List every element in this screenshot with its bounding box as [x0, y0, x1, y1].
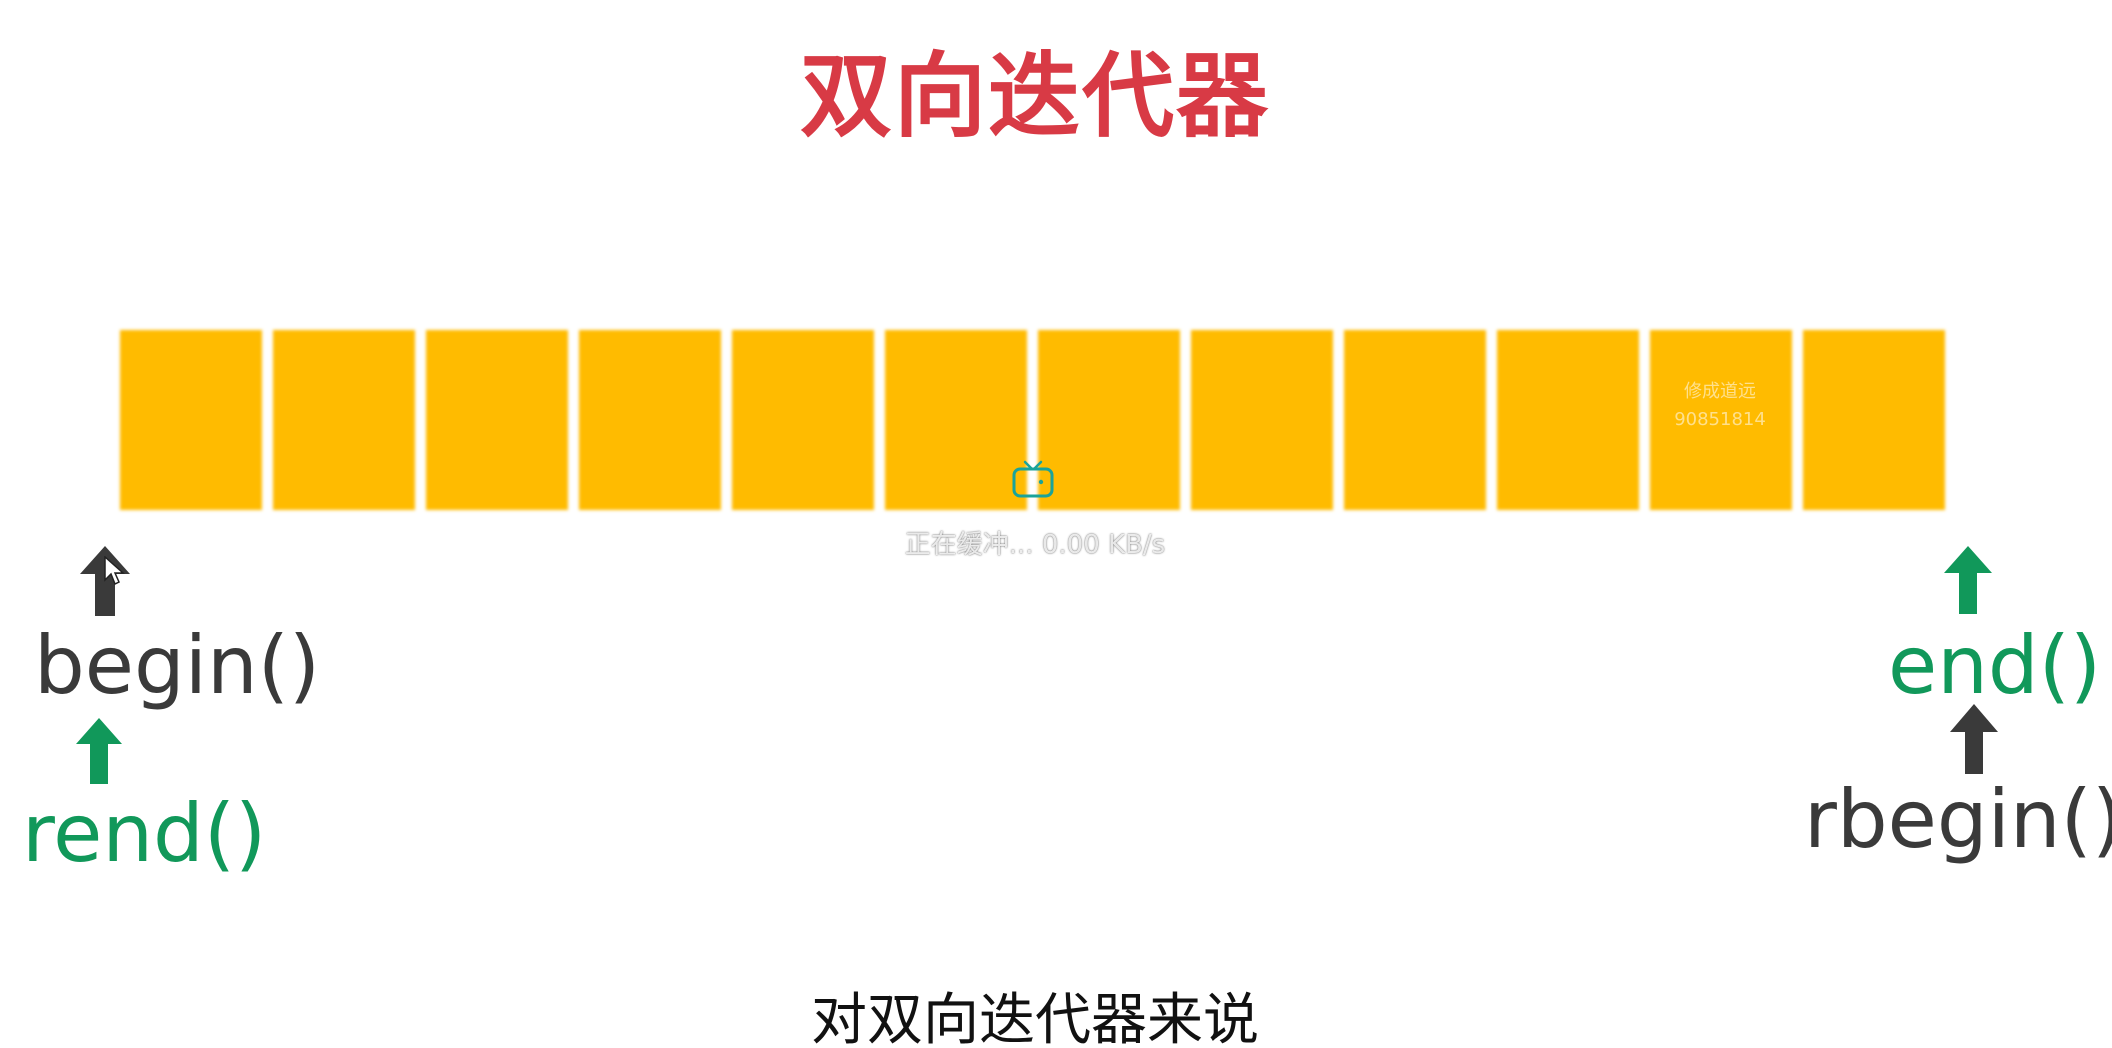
- watermark-id: 90851814: [1674, 409, 1766, 430]
- container-cell: [1803, 330, 1945, 510]
- container-cell: [885, 330, 1027, 510]
- mouse-cursor-icon: [104, 556, 125, 586]
- watermark: 修成道远 90851814: [1660, 378, 1780, 434]
- begin-label: begin(): [34, 619, 321, 712]
- arrow-up-icon: [1944, 546, 1992, 614]
- container-cell: [273, 330, 415, 510]
- buffering-status: 正在缓冲... 0.00 KB/s: [904, 530, 1166, 560]
- arrow-up-icon: [76, 718, 122, 784]
- tv-icon: [1012, 460, 1054, 498]
- container-cell: [1191, 330, 1333, 510]
- end-label: end(): [1888, 619, 2102, 712]
- container-cell: [426, 330, 568, 510]
- arrow-up-icon: [1950, 704, 1998, 774]
- container-cell: [579, 330, 721, 510]
- video-subtitle: 对双向迭代器来说: [811, 988, 1259, 1048]
- container-cell: [732, 330, 874, 510]
- container-cell: [1038, 330, 1180, 510]
- slide-title: 双向迭代器: [799, 43, 1270, 150]
- container-cell: [1650, 330, 1792, 510]
- rend-label: rend(): [22, 787, 267, 880]
- container-cell: [1497, 330, 1639, 510]
- rbegin-label: rbegin(): [1804, 773, 2112, 866]
- container-cells: [120, 330, 1950, 510]
- container-cell: [120, 330, 262, 510]
- watermark-line: 修成道远: [1684, 381, 1756, 402]
- container-cell: [1344, 330, 1486, 510]
